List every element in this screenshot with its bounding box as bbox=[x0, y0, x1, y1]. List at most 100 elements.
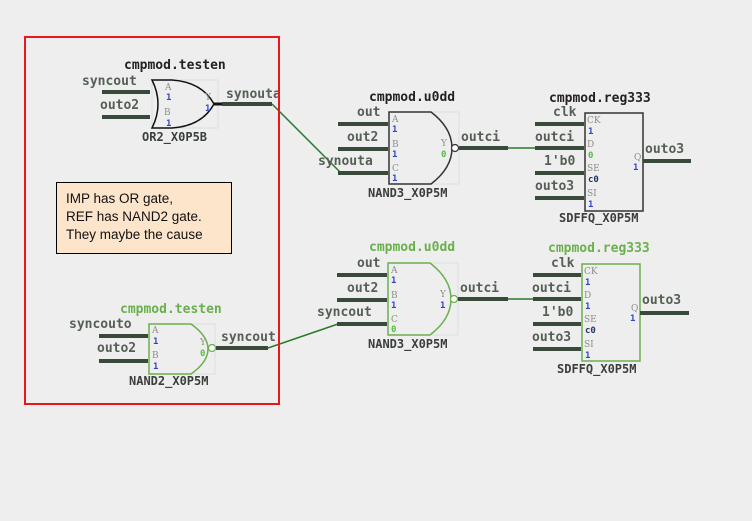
signal-label: clk bbox=[551, 256, 575, 271]
pin-label: A bbox=[151, 326, 159, 336]
imp-gate1-instance: cmpmod.testen bbox=[124, 58, 226, 73]
pin-label: Y bbox=[439, 290, 447, 300]
imp-gate2-instance: cmpmod.u0dd bbox=[369, 90, 455, 105]
imp-nand3-gate[interactable]: cmpmod.u0dd out out2 synouta A 1 B 1 C 1… bbox=[318, 90, 460, 201]
pin-label: B bbox=[392, 140, 399, 150]
net-synouta[interactable] bbox=[271, 103, 341, 173]
pin-value: 1 bbox=[630, 314, 635, 324]
signal-label: syncout bbox=[82, 74, 137, 89]
signal-label: out bbox=[357, 256, 380, 271]
signal-label: outo2 bbox=[97, 341, 136, 356]
signal-label: outci bbox=[535, 130, 574, 145]
pin-value: 1 bbox=[392, 150, 397, 160]
pin-value: c0 bbox=[585, 326, 596, 336]
pin-value: 1 bbox=[585, 351, 590, 361]
signal-label: out bbox=[357, 105, 380, 120]
pin-label: SI bbox=[587, 189, 597, 199]
pin-label: CK bbox=[587, 116, 601, 126]
signal-label: outo3 bbox=[645, 142, 684, 157]
pin-label: D bbox=[587, 140, 594, 150]
signal-label: synouta bbox=[226, 87, 281, 102]
pin-value: 1 bbox=[392, 174, 397, 184]
pin-label: Q bbox=[634, 153, 641, 163]
imp-reg-instance: cmpmod.reg333 bbox=[549, 91, 651, 106]
ref-sdffq-register[interactable]: cmpmod.reg333 clk outci 1'b0 outo3 CK 1 … bbox=[532, 241, 650, 377]
pin-value: c0 bbox=[588, 175, 599, 185]
cell-name: SDFFQ_X0P5M bbox=[559, 211, 638, 226]
note-line: REF has NAND2 gate. bbox=[66, 209, 202, 224]
signal-label: syncout bbox=[221, 330, 276, 345]
signal-label: outo2 bbox=[100, 98, 139, 113]
signal-label: syncouto bbox=[69, 317, 132, 332]
pin-value: 1 bbox=[588, 127, 593, 137]
signal-label: outci bbox=[532, 281, 571, 296]
pin-label: B bbox=[152, 351, 159, 361]
pin-label: SE bbox=[584, 315, 597, 325]
inversion-bubble bbox=[450, 143, 460, 153]
pin-value: 1 bbox=[391, 276, 396, 286]
pin-value: 1 bbox=[440, 301, 445, 311]
pin-value: 1 bbox=[166, 93, 171, 103]
pin-label: C bbox=[392, 164, 399, 174]
note-line: IMP has OR gate, bbox=[66, 191, 174, 206]
pin-label: A bbox=[390, 266, 398, 276]
signal-label: outci bbox=[461, 130, 500, 145]
cell-name: NAND3_X0P5M bbox=[368, 337, 447, 352]
ref-nand3-gate[interactable]: cmpmod.u0dd out out2 syncout A 1 B 1 C 0… bbox=[317, 240, 459, 352]
imp-or2-gate[interactable]: cmpmod.testen syncout outo2 A 1 B 1 Y 1 … bbox=[82, 58, 226, 145]
imp-sdffq-register[interactable]: cmpmod.reg333 clk outci 1'b0 outo3 CK 1 … bbox=[535, 91, 651, 226]
pin-label: A bbox=[164, 83, 172, 93]
cell-name: NAND2_X0P5M bbox=[129, 374, 208, 389]
pin-label: CK bbox=[584, 267, 598, 277]
pin-value: 1 bbox=[392, 125, 397, 135]
signal-label: outo3 bbox=[642, 293, 681, 308]
pin-value: 1 bbox=[585, 278, 590, 288]
pin-value: 1 bbox=[205, 104, 210, 114]
cell-name: SDFFQ_X0P5M bbox=[557, 362, 636, 377]
pin-label: B bbox=[164, 108, 171, 118]
pin-label: Y bbox=[199, 338, 207, 348]
pin-label: Q bbox=[631, 304, 638, 314]
pin-label: C bbox=[391, 315, 398, 325]
note-line: They maybe the cause bbox=[66, 227, 203, 242]
pin-value: 1 bbox=[391, 301, 396, 311]
pin-label: SE bbox=[587, 164, 600, 174]
annotation-note: IMP has OR gate, REF has NAND2 gate. The… bbox=[56, 182, 232, 254]
or-gate-shape bbox=[150, 79, 215, 129]
cell-name: OR2_X0P5B bbox=[142, 130, 207, 145]
signal-label: outo3 bbox=[532, 330, 571, 345]
pin-value: 1 bbox=[633, 163, 638, 173]
cell-name: NAND3_X0P5M bbox=[368, 186, 447, 201]
highlight-box bbox=[24, 36, 280, 405]
pin-label: B bbox=[391, 291, 398, 301]
ref-reg-instance: cmpmod.reg333 bbox=[548, 241, 650, 256]
pin-value: 1 bbox=[153, 337, 158, 347]
signal-label: outci bbox=[460, 281, 499, 296]
nand-gate-shape bbox=[148, 323, 209, 375]
signal-label: synouta bbox=[318, 154, 373, 169]
ref-nand2-gate[interactable]: cmpmod.testen syncouto outo2 A 1 B 1 Y 0… bbox=[69, 302, 222, 389]
pin-value: 0 bbox=[391, 325, 396, 335]
pin-label: Y bbox=[440, 139, 448, 149]
pin-value: 0 bbox=[588, 151, 593, 161]
pin-value: 1 bbox=[166, 119, 171, 129]
pin-value: 0 bbox=[200, 349, 205, 359]
signal-label: out2 bbox=[347, 281, 378, 296]
ref-gate2-instance: cmpmod.u0dd bbox=[369, 240, 455, 255]
signal-label: 1'b0 bbox=[544, 154, 575, 169]
ref-gate1-instance: cmpmod.testen bbox=[120, 302, 222, 317]
pin-label: Y bbox=[204, 93, 212, 103]
inversion-bubble bbox=[449, 294, 459, 304]
pin-value: 0 bbox=[441, 150, 446, 160]
pin-value: 1 bbox=[153, 362, 158, 372]
inversion-bubble bbox=[207, 343, 217, 353]
pin-label: D bbox=[584, 291, 591, 301]
pin-label: SI bbox=[584, 340, 594, 350]
signal-label: out2 bbox=[347, 130, 378, 145]
signal-label: outo3 bbox=[535, 179, 574, 194]
pin-label: A bbox=[391, 115, 399, 125]
signal-label: 1'b0 bbox=[542, 305, 573, 320]
signal-label: syncout bbox=[317, 305, 372, 320]
pin-value: 1 bbox=[585, 302, 590, 312]
